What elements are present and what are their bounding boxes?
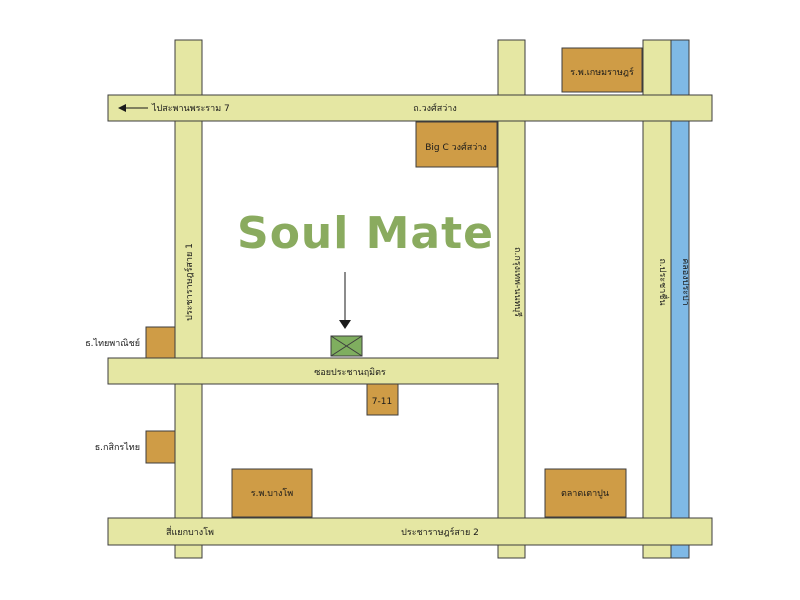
location-pointer <box>339 272 351 329</box>
place-scb-label: ธ.ไทยพาณิชย์ <box>85 337 140 349</box>
road-krungthep-nonthaburi <box>497 39 526 559</box>
place-bigc-label: Big C วงศ์สว่าง <box>425 141 487 153</box>
road-wongsawang <box>107 94 713 122</box>
road-wongsawang-label: ถ.วงศ์สว่าง <box>413 102 456 114</box>
road-krungthep-label: ถ.กรุงเทพ-นนทบุรี <box>512 247 523 317</box>
arrow-down-icon <box>339 320 351 329</box>
road-rama7-label: ไปสะพานพระราม 7 <box>151 103 230 114</box>
canal-prapa-label: คลองประปา <box>680 258 690 305</box>
road-pracha-chuen-label: ถ.ประชาชื่น <box>657 258 670 305</box>
road-pracharat-1-label: ประชาราษฎร์สาย 1 <box>183 243 195 321</box>
road-soi-prachanarumit <box>107 357 499 385</box>
place-bigc <box>415 121 498 168</box>
road-pracharat-2 <box>107 517 713 546</box>
destination-marker <box>330 335 363 357</box>
bangpho-junction-label: สี่แยกบางโพ <box>166 525 214 538</box>
place-seven-eleven <box>366 383 399 416</box>
road-soi-label: ซอยประชานฤมิตร <box>314 367 386 378</box>
place-kasikorn-bank <box>145 430 176 464</box>
road-network <box>107 39 713 559</box>
place-scb-bank <box>145 326 176 359</box>
place-taopoon-market <box>544 468 627 518</box>
place-kasikorn-label: ธ.กสิกรไทย <box>95 442 140 453</box>
soul-mate-logo: Soul Mate <box>237 208 494 259</box>
place-taopoon-label: ตลาดเตาปูน <box>561 489 609 499</box>
road-pracharat-1 <box>174 39 203 559</box>
road-pracharat-2-label: ประชาราษฎร์สาย 2 <box>401 526 479 538</box>
place-seven-eleven-label: 7-11 <box>372 397 392 407</box>
place-bangpho-label: ร.พ.บางโพ <box>251 488 293 499</box>
arrowhead-left-icon <box>118 104 126 112</box>
place-bangpho-hospital <box>231 468 313 518</box>
place-kasemrad-hospital <box>561 47 643 93</box>
place-kasemrad-label: ร.พ.เกษมราษฎร์ <box>570 66 634 78</box>
rama7-direction: ไปสะพานพระราม 7 <box>118 103 230 114</box>
road-pracha-chuen <box>642 39 672 559</box>
